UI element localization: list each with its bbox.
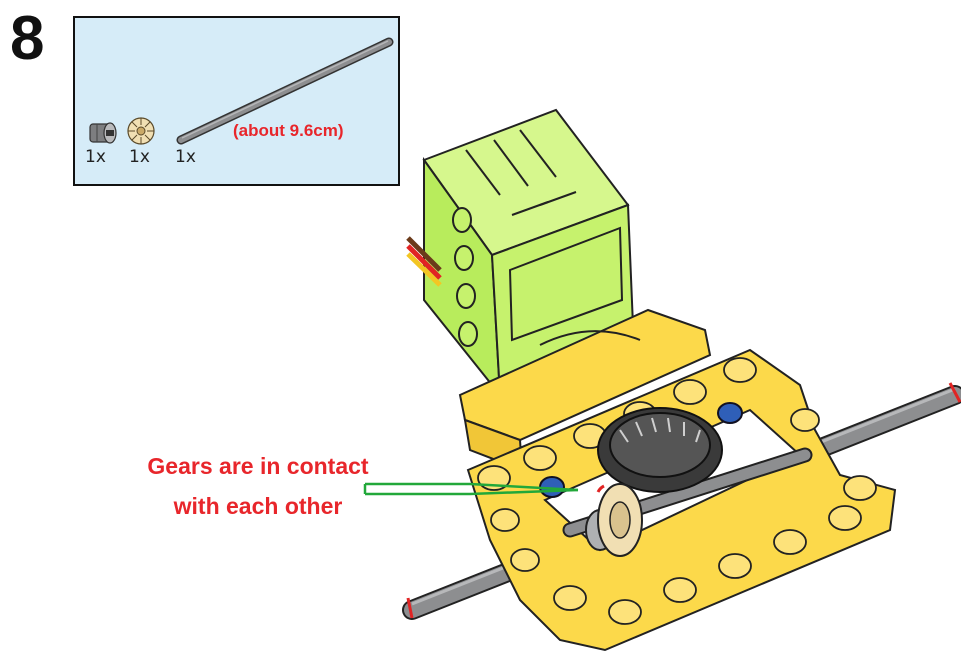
axle-quantity: 1x: [175, 147, 196, 167]
parts-illustrations: [89, 37, 394, 145]
bush-icon: [89, 122, 117, 144]
bevel-gear-icon: [127, 117, 155, 145]
gear-contact-callout: Gears are in contact with each other: [128, 446, 388, 526]
parts-list-box: 1x 1x 1x (about 9.6cm): [73, 16, 400, 186]
callout-line-1: Gears are in contact: [147, 453, 369, 479]
axle-length-note: (about 9.6cm): [233, 121, 344, 140]
dark-gear: [597, 407, 723, 493]
callout-pointer: [363, 482, 579, 496]
bush-quantity: 1x: [85, 147, 106, 167]
callout-line-2: with each other: [173, 493, 343, 519]
step-number: 8: [10, 4, 45, 73]
axle-icon: [176, 37, 394, 145]
gear-quantity: 1x: [129, 147, 150, 167]
tan-bevel-gear: [596, 483, 643, 557]
motor-wires: [406, 236, 442, 287]
